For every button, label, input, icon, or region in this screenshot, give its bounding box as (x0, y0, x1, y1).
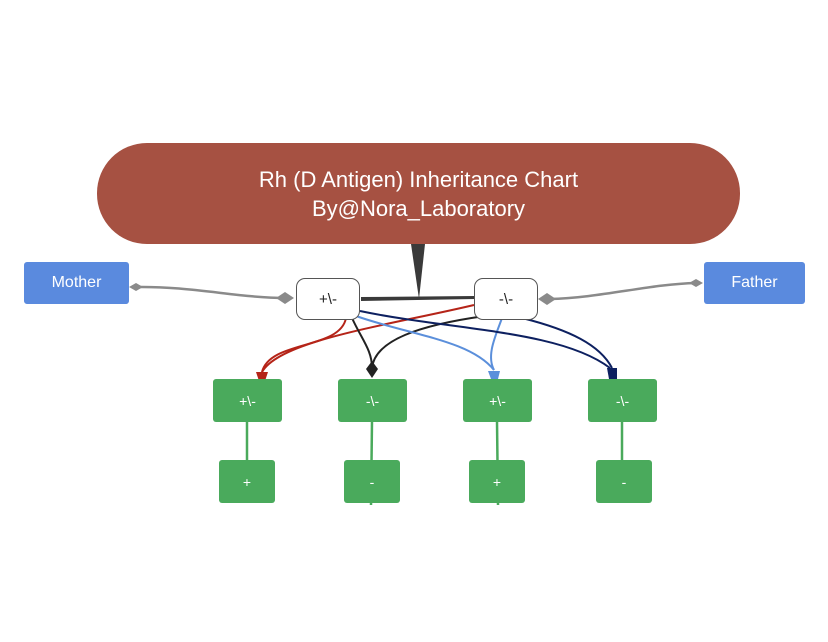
child-phenotype: + (219, 460, 275, 503)
father-start-diamond (538, 293, 556, 305)
child-genotype-text: +\- (489, 392, 506, 409)
child4-link-father (521, 317, 613, 369)
father-connector (548, 281, 697, 301)
child-phenotype-text: - (621, 473, 627, 490)
child-genotype: +\- (213, 379, 282, 422)
mother-end-diamond (276, 292, 294, 304)
mother-label-text: Mother (51, 274, 102, 291)
child3-arrowhead (488, 371, 500, 379)
child-genotype-text: -\- (615, 392, 630, 409)
child4-arrowhead (607, 368, 617, 379)
father-end-diamond (689, 279, 703, 287)
mother-connector (135, 285, 286, 300)
child2-arrowhead (366, 361, 378, 378)
child-phenotype-text: + (242, 473, 252, 490)
father-genotype: -\- (474, 278, 538, 320)
child-phenotype: - (596, 460, 652, 503)
child-phenotype-text: + (492, 473, 502, 490)
child1-arrowhead (256, 372, 268, 381)
mother-genotype-text: +\- (319, 290, 337, 308)
child-phenotype: - (344, 460, 400, 503)
child-genotype-text: +\- (239, 392, 256, 409)
chart-title: Rh (D Antigen) Inheritance Chart (258, 166, 579, 192)
child4-link-mother (359, 310, 611, 369)
child3-link-mother (355, 315, 495, 371)
title-pointer (411, 244, 425, 299)
child-genotype-text: -\- (365, 392, 380, 409)
child-genotype: -\- (588, 379, 657, 422)
chart-author: By@Nora_Laboratory (311, 195, 526, 221)
child1-link-father (261, 304, 475, 373)
child-phenotype: + (469, 460, 525, 503)
child-genotype: -\- (338, 379, 407, 422)
father-label-text: Father (731, 274, 778, 291)
child-phenotype-text: - (369, 473, 375, 490)
child-genotype: +\- (463, 379, 532, 422)
child2-link-father (371, 315, 486, 369)
father-label: Father (704, 262, 805, 304)
child3-link-father (490, 317, 503, 371)
mother-start-diamond (129, 283, 143, 291)
genotype-link-bar (361, 296, 475, 301)
mother-genotype: +\- (296, 278, 360, 320)
mother-label: Mother (24, 262, 129, 304)
chart-title-banner: Rh (D Antigen) Inheritance Chart By@Nora… (97, 143, 740, 244)
father-genotype-text: -\- (498, 290, 514, 308)
child2-link-mother (351, 317, 373, 369)
